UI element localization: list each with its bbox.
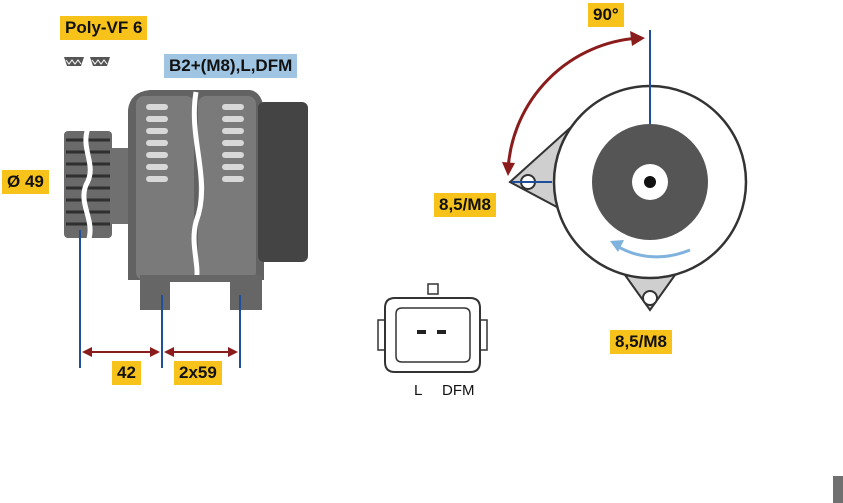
alternator-side-view bbox=[64, 57, 308, 368]
mount-hole-bottom bbox=[642, 290, 658, 306]
connector-pin-l-label: L bbox=[414, 382, 423, 399]
dimension-front-label: 42 bbox=[112, 361, 141, 385]
mount-bottom-label: 8,5/M8 bbox=[610, 330, 672, 354]
connector-pin-dfm-label: DFM bbox=[442, 382, 475, 399]
alternator-body bbox=[128, 90, 308, 310]
connector-plug bbox=[377, 283, 488, 373]
pulley-diameter-label: Ø 49 bbox=[2, 170, 49, 194]
cooling-vents bbox=[146, 104, 244, 182]
belt-type-label: Poly-VF 6 bbox=[60, 16, 148, 40]
mount-left-label: 8,5/M8 bbox=[434, 193, 496, 217]
pulley bbox=[64, 127, 128, 243]
terminals-label: B2+(M8),L,DFM bbox=[164, 54, 298, 78]
corner-tab bbox=[833, 476, 843, 503]
alternator-front-view bbox=[502, 30, 748, 312]
belt-profile-icon bbox=[64, 57, 110, 66]
dimension-lines bbox=[79, 230, 241, 368]
dimension-rear-label: 2x59 bbox=[174, 361, 222, 385]
angle-label: 90° bbox=[588, 3, 624, 27]
